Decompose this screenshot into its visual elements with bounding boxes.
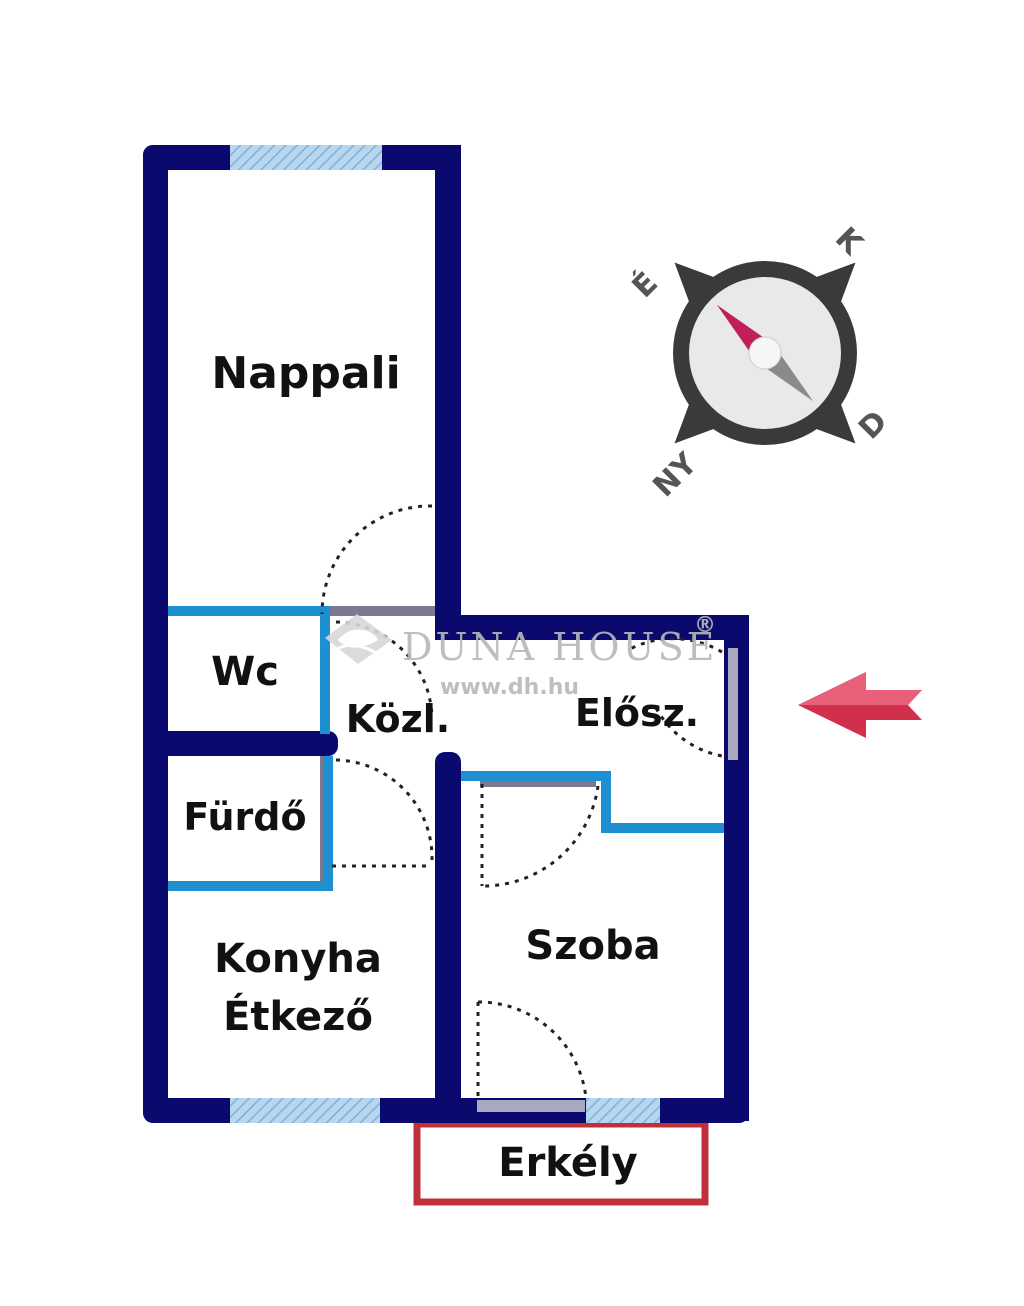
entrance-arrow-icon [798,672,922,738]
room-label-wc: Wc [211,649,279,695]
watermark-url: www.dh.hu [440,675,579,700]
entrance-door-panel [728,648,738,760]
compass-letter-south: D [852,404,894,446]
outer-walls [143,145,749,1123]
compass-icon [673,261,857,445]
watermark-registered: ® [694,613,716,638]
room-label-konyha: Konyha [214,936,382,982]
room-label-szoba: Szoba [525,923,660,969]
watermark: DUNA HOUSE ® www.dh.hu [325,613,717,700]
window-top [230,145,382,170]
duna-house-logo-icon [325,614,392,664]
room-label-kozl: Közl. [346,697,450,741]
room-label-elosz: Elősz. [575,691,699,735]
compass-letter-north: É [625,265,665,305]
window-bottom-left [230,1098,380,1123]
room-label-erkely: Erkély [498,1140,638,1186]
door-swings [320,504,723,1099]
room-label-nappali: Nappali [211,348,400,399]
room-label-furdo: Fürdő [183,795,306,839]
window-bottom-right [586,1098,660,1123]
room-label-etkezo: Étkező [223,992,373,1040]
balcony-door [477,1100,585,1112]
compass-letter-east: K [828,221,870,263]
compass-letter-west: NY [646,445,705,504]
inner-walls [168,606,724,891]
watermark-brand: DUNA HOUSE [402,625,717,669]
balcony-outline [413,1120,709,1206]
